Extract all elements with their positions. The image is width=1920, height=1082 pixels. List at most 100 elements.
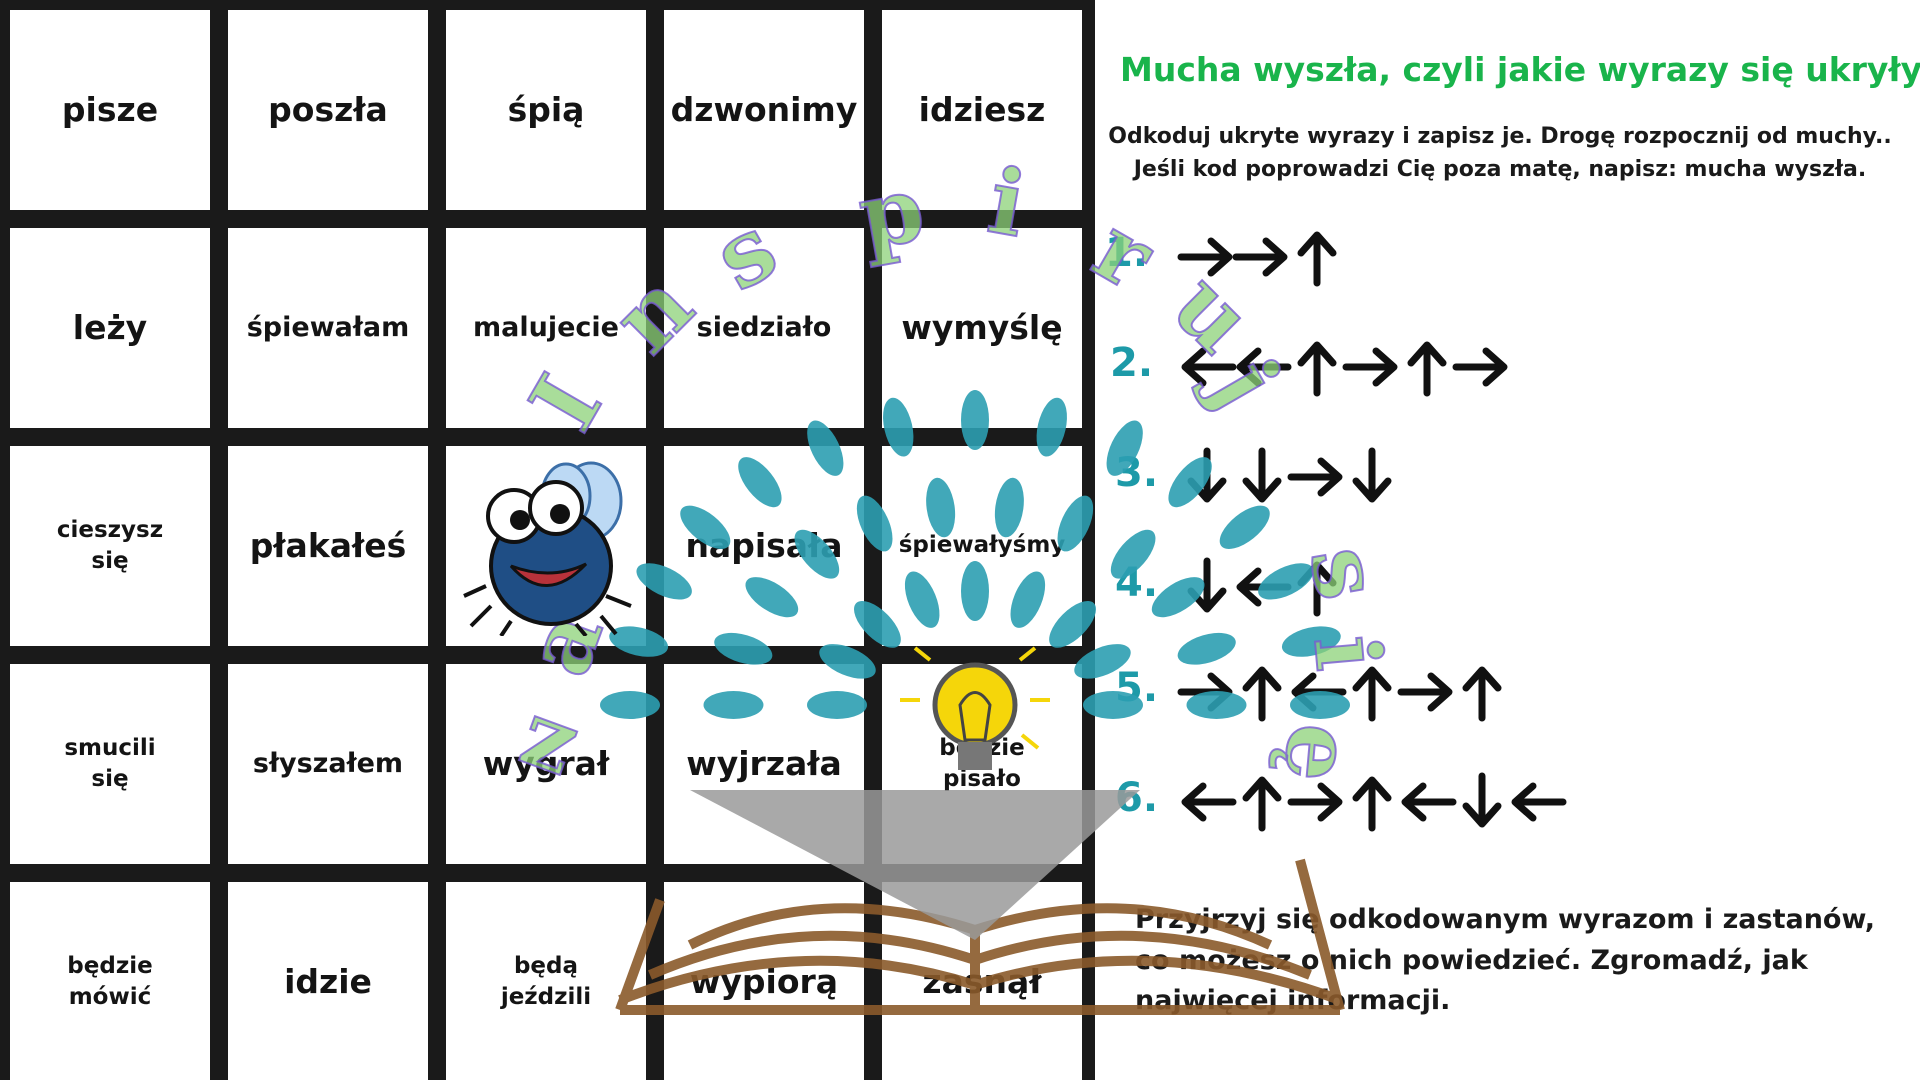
code-number: 4. <box>1115 560 1159 606</box>
grid-word: napisała <box>685 525 843 565</box>
arrow-right-icon <box>1175 660 1239 724</box>
grid-cell: idziesz <box>882 10 1082 210</box>
arrow-down-icon <box>1175 555 1239 619</box>
instructions: Odkoduj ukryte wyrazy i zapisz je. Drogę… <box>1100 120 1900 186</box>
grid-word: słyszałem <box>252 747 404 779</box>
watermark-letter: ę <box>1262 719 1375 787</box>
leaf-shape <box>1290 691 1350 719</box>
grid-cell: poszła <box>228 10 428 210</box>
leaf-shape <box>1177 632 1236 665</box>
grid-cell: wypiorą <box>664 882 864 1082</box>
watermark-letter: j <box>1191 341 1301 424</box>
grid-word: wyjrzała <box>686 743 842 783</box>
watermark-letter: u <box>1151 251 1274 374</box>
arrow-up-icon <box>1285 555 1349 619</box>
arrow-up-icon <box>1395 335 1459 399</box>
arrow-up-icon <box>1450 660 1514 724</box>
grid-word: dzwonimy <box>670 89 858 129</box>
leaf-shape <box>1151 577 1205 618</box>
grid-cell: słyszałem <box>228 664 428 864</box>
arrow-down-icon <box>1230 445 1294 509</box>
code-number: 5. <box>1115 665 1159 711</box>
code-number: 3. <box>1115 450 1159 496</box>
grid-word: wymyślę <box>901 307 1063 347</box>
grid-cell: płakałeś <box>228 446 428 646</box>
arrow-up-icon <box>1340 770 1404 834</box>
arrow-left-icon <box>1230 335 1294 399</box>
grid-cell: malujecie <box>446 228 646 428</box>
arrow-left-icon <box>1395 770 1459 834</box>
grid-word: idzie <box>284 961 372 1001</box>
leaf-shape <box>1219 505 1270 549</box>
arrow-left-icon <box>1505 770 1569 834</box>
page-title: Mucha wyszła, czyli jakie wyrazy się ukr… <box>1120 50 1920 89</box>
leaf-shape <box>1281 626 1341 657</box>
grid-word: poszła <box>268 89 388 129</box>
code-number: 2. <box>1110 340 1154 386</box>
grid-cell: śpią <box>446 10 646 210</box>
instruction-line: Jeśli kod poprowadzi Cię poza matę, napi… <box>1133 157 1867 182</box>
grid-word: wypiorą <box>689 961 839 1001</box>
grid-word: siedziało <box>696 311 832 343</box>
arrow-down-icon <box>1450 770 1514 834</box>
closing-line: Przyjrzyj się odkodowanym wyrazom i zast… <box>1135 904 1875 935</box>
grid-cell: dzwonimy <box>664 10 864 210</box>
arrow-right-icon <box>1230 225 1294 289</box>
grid-cell: wygrał <box>446 664 646 864</box>
arrow-right-icon <box>1175 225 1239 289</box>
arrow-up-icon <box>1285 225 1349 289</box>
arrow-right-icon <box>1285 770 1349 834</box>
arrow-up-icon <box>1340 660 1404 724</box>
closing-line: najwięcej informacji. <box>1135 985 1451 1016</box>
closing-line: co możesz o nich powiedzieć. Zgromadź, j… <box>1135 944 1808 976</box>
grid-word: zasnął <box>922 961 1042 1001</box>
arrow-up-icon <box>1230 660 1294 724</box>
arrow-left-icon <box>1285 660 1349 724</box>
grid-cell: wymyślę <box>882 228 1082 428</box>
arrow-left-icon <box>1175 770 1239 834</box>
leaf-shape <box>1186 691 1247 719</box>
arrow-up-icon <box>1285 335 1349 399</box>
grid-word: malujecie <box>473 311 619 343</box>
arrow-up-icon <box>1230 770 1294 834</box>
grid-cell: śpiewałam <box>228 228 428 428</box>
grid-cell: śpiewałyśmy <box>882 446 1082 646</box>
code-number: 6. <box>1115 775 1159 821</box>
grid-cell: pisze <box>10 10 210 210</box>
grid-word: wygrał <box>482 743 610 783</box>
grid-cell: idzie <box>228 882 428 1082</box>
grid-cell: siedziało <box>664 228 864 428</box>
grid-cell: zasnął <box>882 882 1082 1082</box>
grid-word: idziesz <box>918 89 1046 129</box>
closing-text: Przyjrzyj się odkodowanym wyrazom i zast… <box>1135 900 1895 1022</box>
grid-word: płakałeś <box>249 525 407 565</box>
arrow-right-icon <box>1450 335 1514 399</box>
watermark-letter: s <box>1288 538 1403 608</box>
watermark-letter: i <box>1292 630 1403 675</box>
grid-cell: napisała <box>664 446 864 646</box>
arrow-left-icon <box>1230 555 1294 619</box>
arrow-left-icon <box>1175 335 1239 399</box>
grid-word: pisze <box>61 89 159 129</box>
leaf-shape <box>1168 457 1212 508</box>
grid-word: leży <box>72 307 148 347</box>
code-number: 1. <box>1105 230 1149 276</box>
arrow-right-icon <box>1395 660 1459 724</box>
grid-word: śpią <box>507 89 585 129</box>
grid-cell: wyjrzała <box>664 664 864 864</box>
leaf-shape <box>1106 420 1143 476</box>
grid-word: śpiewałyśmy <box>898 532 1066 559</box>
arrow-down-icon <box>1340 445 1404 509</box>
instruction-line: Odkoduj ukryte wyrazy i zapisz je. Drogę… <box>1108 124 1892 149</box>
arrow-right-icon <box>1340 335 1404 399</box>
